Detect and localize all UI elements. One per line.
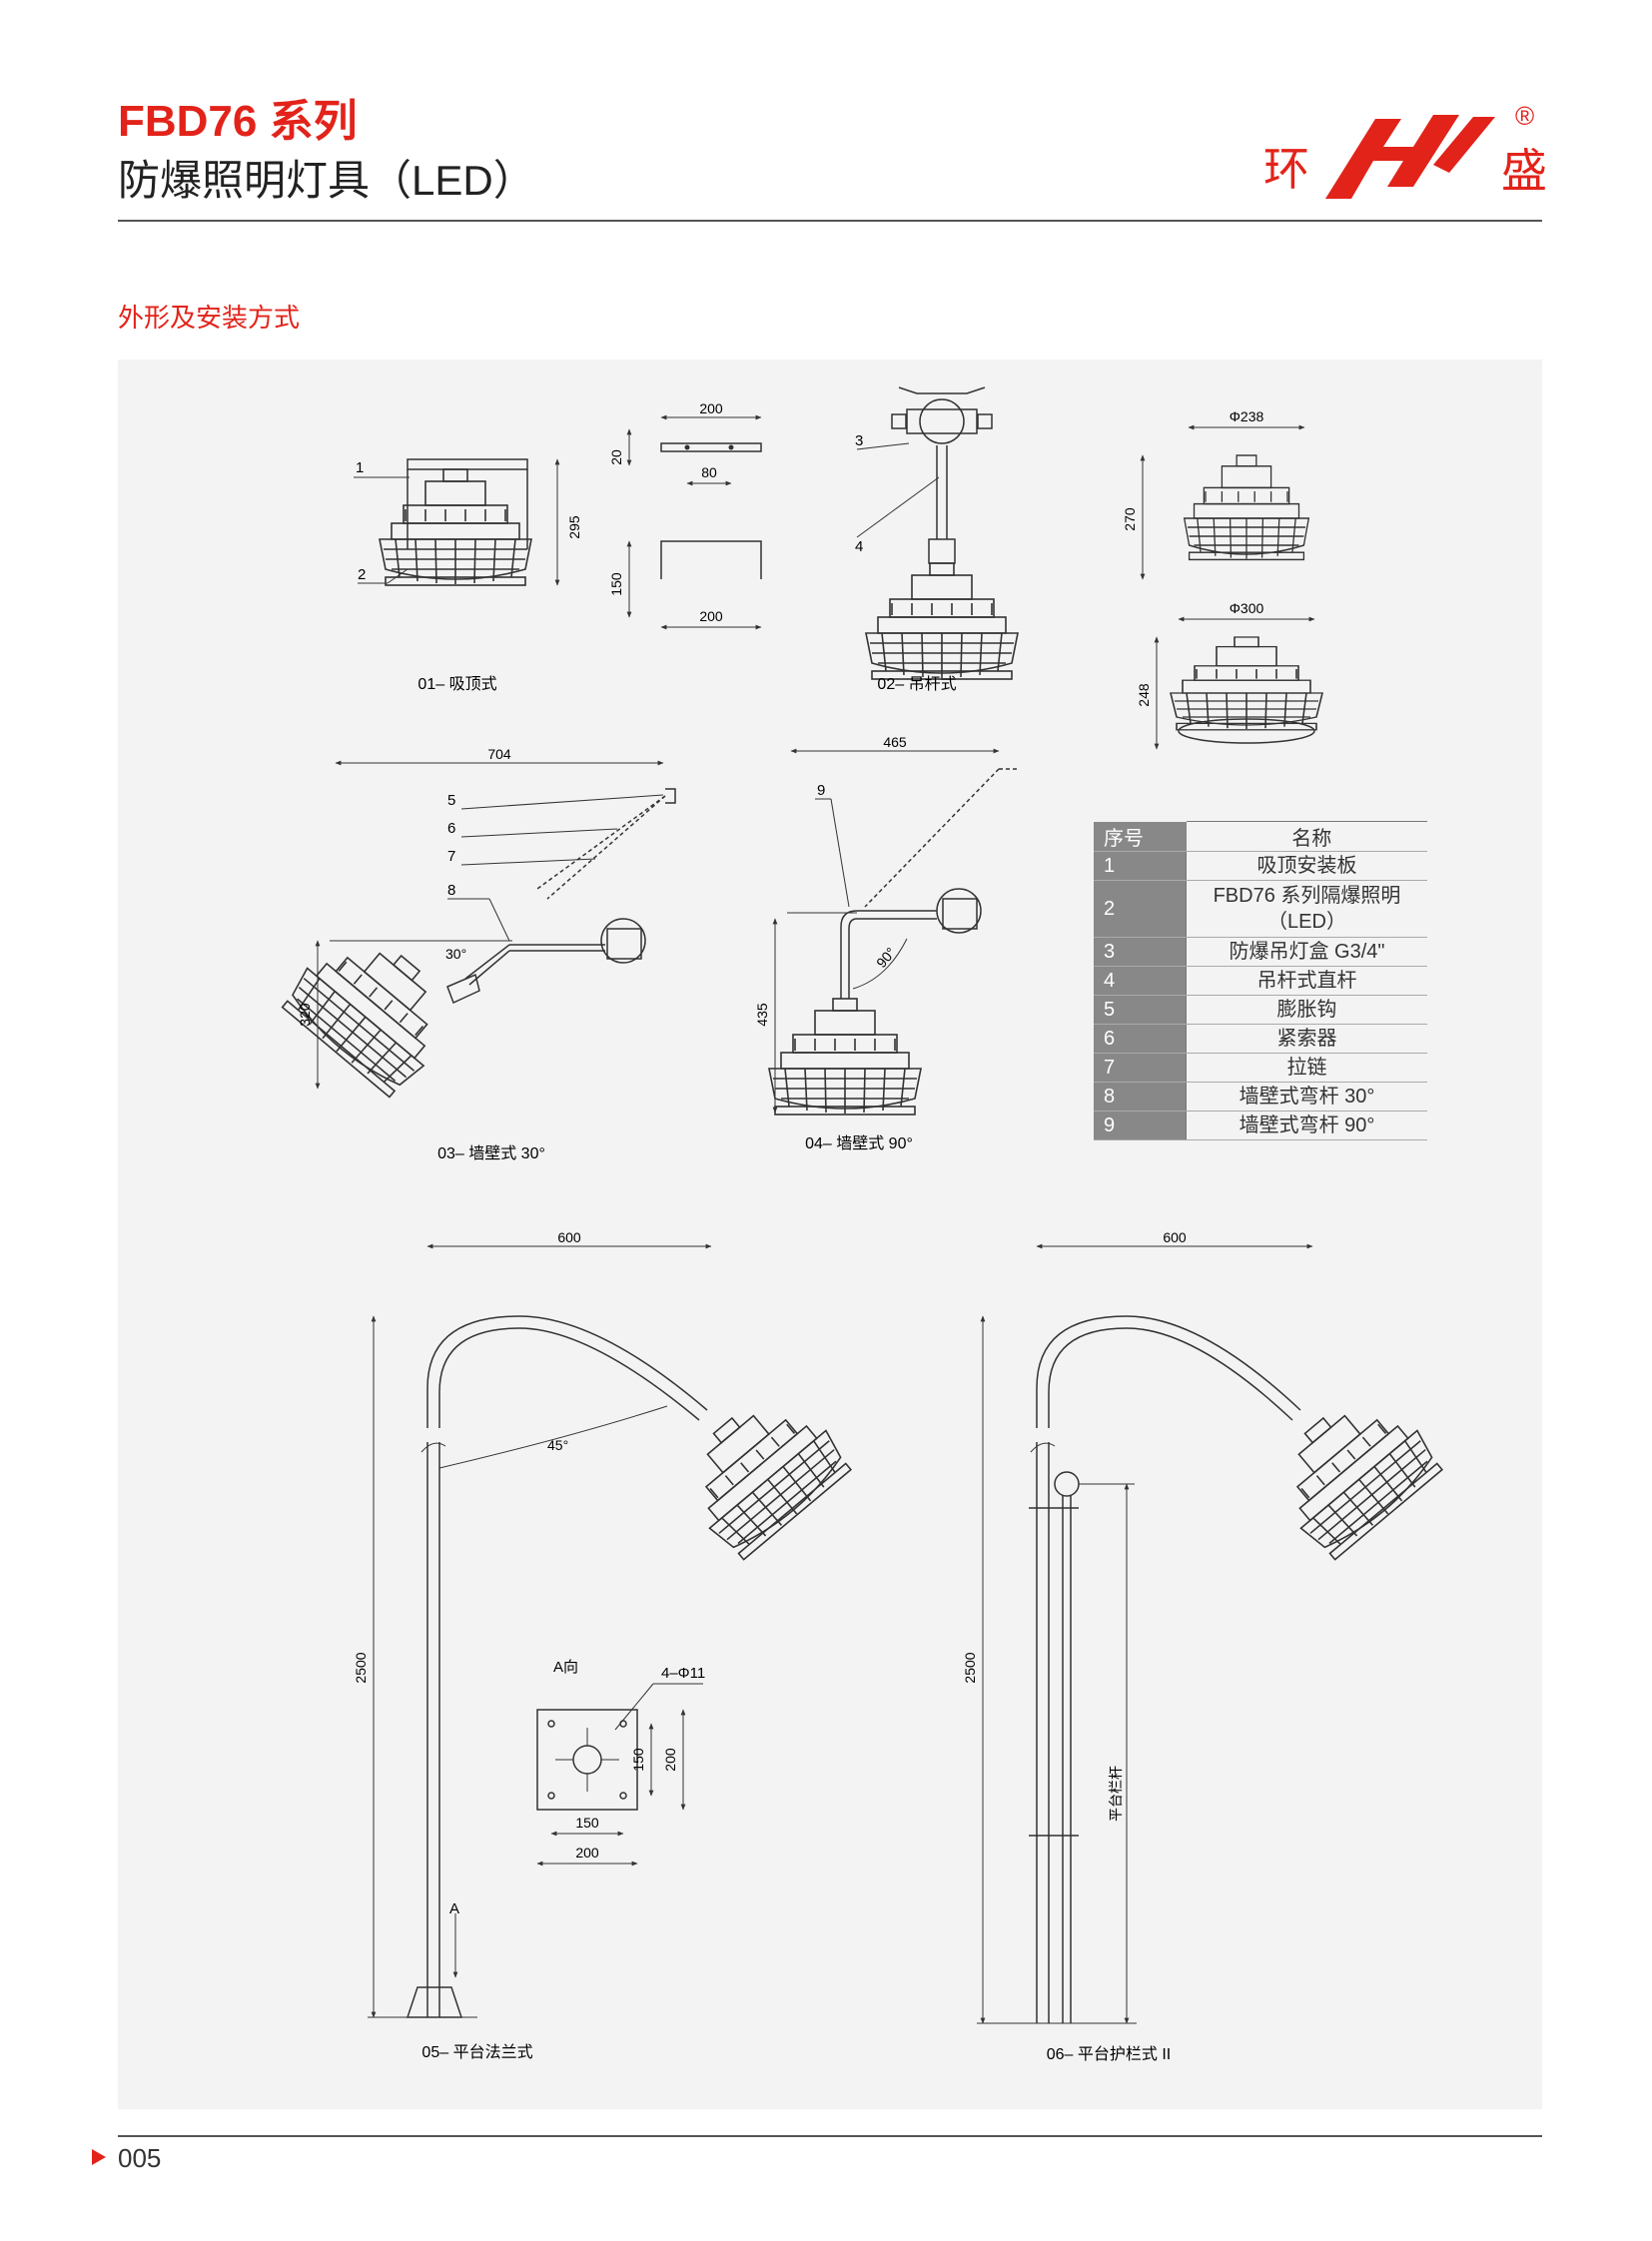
callout-8: 8 [447,882,455,899]
dim-04-height: 435 [754,1003,770,1027]
caption-02: 02– 吊杆式 [877,675,956,693]
dim-04-width: 465 [883,734,907,750]
page-number: 005 [118,2143,162,2173]
dim-03-width: 704 [487,746,511,762]
footer-divider [118,2135,1542,2137]
part-no: 3 [1094,937,1187,967]
caption-06: 06– 平台护栏式 II [1047,2045,1171,2063]
view-arrow-label: A [449,1900,459,1917]
callout-5: 5 [447,792,455,809]
figure-01-ceiling: 295 1 2 [354,458,582,586]
technical-drawings: 295 1 2 01– 吸顶式 200 80 20 150 200 [277,386,1448,2063]
part-name: FBD76 系列隔爆照明（LED） [1186,880,1427,938]
logo-char-right: 盛 [1501,145,1547,197]
figure-04-wall-90 [772,748,1017,1114]
dim-flange-150-h: 150 [575,1815,599,1831]
dim-bracket-holes: 80 [701,464,717,480]
part-name: 吸顶安装板 [1186,851,1427,881]
brand-logo: 环 盛 ® [1263,101,1547,199]
dim-05-height: 2500 [353,1652,369,1683]
series-title: FBD76 系列 [118,97,358,146]
dim-small-diameter: Φ238 [1230,408,1264,424]
dim-03-angle: 30° [445,946,466,962]
caption-03: 03– 墙壁式 30° [437,1143,545,1162]
dim-large-height: 248 [1136,683,1152,707]
drawing-panel: 295 1 2 01– 吸顶式 200 80 20 150 200 [118,360,1542,2109]
dim-06-height: 2500 [962,1652,978,1683]
part-name: 紧索器 [1186,1024,1427,1054]
figure-bracket-detail [626,414,762,630]
registered-mark: ® [1515,101,1534,131]
part-name: 防爆吊灯盒 G3/4" [1186,937,1427,967]
callout-6: 6 [447,820,455,837]
figure-large-lamp [1154,616,1323,750]
dim-small-height: 270 [1122,507,1138,531]
caption-04: 04– 墙壁式 90° [805,1133,913,1152]
section-title: 外形及安装方式 [118,303,301,333]
figure-02-pendant [856,386,1019,680]
parts-table-header: 序号 名称 [1094,821,1427,852]
rail-label: 平台栏杆 [1108,1766,1124,1822]
dim-06-width: 600 [1163,1229,1187,1245]
dim-05-width: 600 [557,1229,581,1245]
callout-4: 4 [855,538,863,555]
callout-3: 3 [855,432,863,449]
product-title: 防爆照明灯具（LED） [118,157,535,204]
part-no: 4 [1094,966,1187,996]
part-name: 吊杆式直杆 [1186,966,1427,996]
dim-bracket-top-height: 20 [608,449,624,465]
part-no: 1 [1094,851,1187,881]
holes-spec: 4–Φ11 [661,1665,705,1682]
callout-2: 2 [358,566,366,583]
caption-01: 01– 吸顶式 [417,675,496,693]
part-no: 9 [1094,1111,1187,1140]
part-no: 2 [1094,880,1187,938]
callout-9: 9 [817,782,825,799]
logo-char-left: 环 [1263,143,1309,195]
figure-03-wall-30 [315,760,676,1090]
dim-03-height: 320 [297,1003,313,1027]
hs-logo-mark-icon [1325,115,1495,199]
figure-06-platform-guardrail [977,1243,1313,2024]
part-no: 7 [1094,1053,1187,1083]
view-title: A向 [553,1659,578,1676]
part-no: 6 [1094,1024,1187,1054]
part-no: 5 [1094,995,1187,1025]
dim-04-angle: 90° [873,944,899,971]
dim-05-angle: 45° [547,1437,568,1453]
figure-small-lamp [1140,424,1310,580]
dim-bracket-top-width: 200 [699,400,723,416]
dim-bracket-bottom-width: 200 [699,608,723,624]
dim-large-diameter: Φ300 [1230,600,1264,616]
figure-05-platform-flange [368,1243,712,2018]
flange-a-view [536,1683,703,1867]
part-name: 墙壁式弯杆 90° [1186,1111,1427,1140]
col-header-name: 名称 [1186,821,1427,852]
page-arrow-icon [92,2149,106,2165]
dim-bracket-bottom-height: 150 [608,572,624,596]
callout-1: 1 [356,459,364,476]
part-name: 拉链 [1186,1053,1427,1083]
callout-7: 7 [447,848,455,865]
col-header-no: 序号 [1094,821,1187,852]
part-name: 墙壁式弯杆 30° [1186,1082,1427,1112]
dim-flange-200-h: 200 [575,1845,599,1861]
caption-05: 05– 平台法兰式 [421,2043,532,2061]
dim-flange-150-v: 150 [630,1748,646,1772]
part-name: 膨胀钩 [1186,995,1427,1025]
header-divider [118,220,1542,222]
dim-01-height: 295 [566,515,582,539]
part-no: 8 [1094,1082,1187,1112]
dim-flange-200-v: 200 [662,1748,678,1772]
